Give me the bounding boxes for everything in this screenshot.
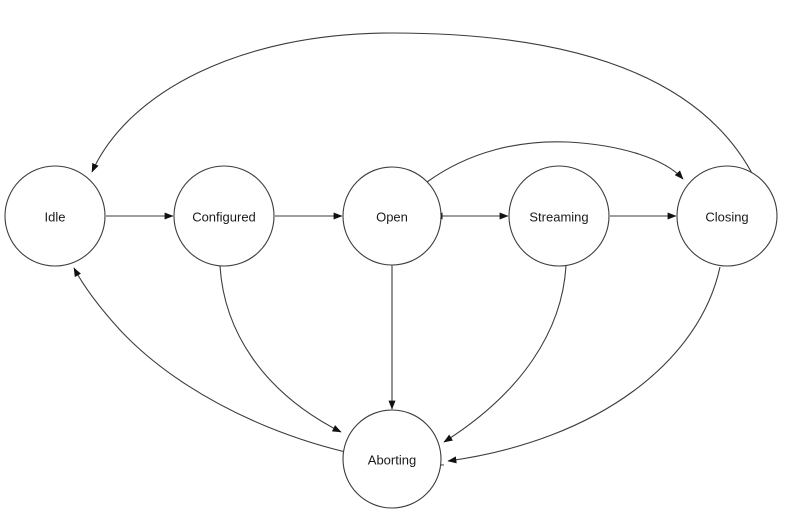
edge-closing-to-aborting (447, 266, 721, 464)
state-node-configured[interactable]: Configured (173, 165, 275, 267)
nodes-layer: Idle Configured Open Streaming Closing A (4, 165, 778, 509)
state-node-closing[interactable]: Closing (676, 165, 778, 267)
state-circle-streaming[interactable] (508, 165, 610, 267)
edge-open-to-closing (426, 141, 684, 183)
state-circle-aborting[interactable] (342, 409, 442, 509)
state-circle-configured[interactable] (173, 165, 275, 267)
state-circle-idle[interactable] (4, 165, 106, 267)
state-circle-closing[interactable] (676, 165, 778, 267)
edge-closing-to-idle-top (91, 32, 756, 180)
state-circle-open[interactable] (342, 166, 442, 266)
state-node-open[interactable]: Open (342, 166, 442, 266)
edge-configured-to-aborting (219, 265, 342, 433)
state-node-aborting[interactable]: Aborting (342, 409, 442, 509)
edge-streaming-to-aborting (443, 265, 567, 443)
state-node-streaming[interactable]: Streaming (508, 165, 610, 267)
state-node-idle[interactable]: Idle (4, 165, 106, 267)
